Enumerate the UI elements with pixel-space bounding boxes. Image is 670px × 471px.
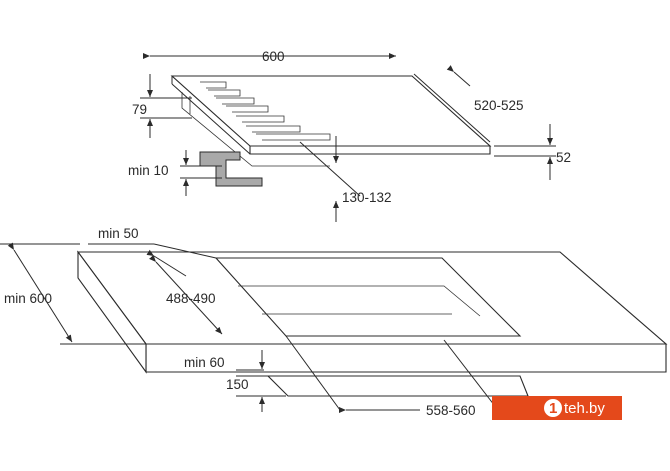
cutout-outer (214, 257, 522, 337)
depth-dimension-arrow (446, 65, 471, 87)
mounting-clip (199, 151, 263, 187)
cutout-width-leader (285, 335, 341, 411)
cutout-offset-label: 130-132 (342, 190, 392, 205)
width-label: 600 (262, 49, 285, 64)
watermark-logo-circle (544, 399, 562, 417)
depth-label: 520-525 (474, 98, 524, 113)
min-depth-label: min 600 (4, 291, 52, 306)
hob-left-bottom (171, 83, 251, 155)
cutout-depth-label: 488-490 (166, 291, 216, 306)
cabinet-opening (266, 375, 529, 397)
watermark-badge: 1 teh.by (492, 396, 622, 420)
min-depth-dimension-line (7, 242, 73, 343)
min-clearance-label: min 10 (128, 163, 169, 178)
height-label: 52 (556, 150, 571, 165)
min-edge-label: min 50 (98, 226, 139, 241)
watermark-text: teh.by (564, 400, 605, 417)
hob-control-slots (200, 81, 331, 141)
depth-dimension-line (413, 73, 491, 143)
cutout-width-label: 558-560 (426, 403, 476, 418)
burner-height-label: 79 (132, 102, 147, 117)
countertop-left-face (77, 250, 147, 374)
cutout-width-leader-right (443, 339, 499, 411)
countertop-drawing: min 50 min 600 488-490 min 60 150 558-56… (0, 226, 668, 418)
opening-label: 150 (226, 377, 249, 392)
hob-drawing: 600 520-525 52 (128, 49, 571, 222)
min-front-label: min 60 (184, 355, 225, 370)
hob-front-edge (249, 145, 491, 155)
hob-top-plate (170, 75, 492, 147)
cutout-depth-dimension-line (149, 254, 223, 335)
watermark-logo-digit: 1 (549, 400, 557, 417)
cutout-inner-walls (238, 285, 481, 317)
cutout-offset-leader (299, 141, 361, 197)
hob-body-outline (181, 92, 330, 167)
